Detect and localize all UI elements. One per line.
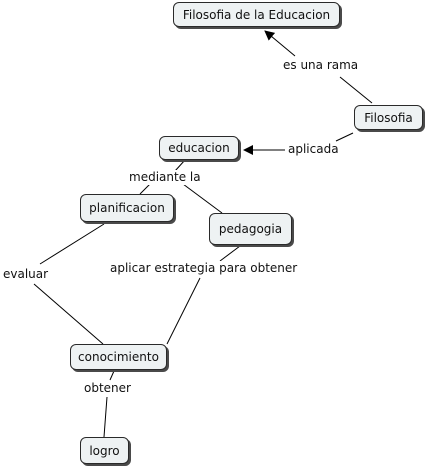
link-label-aplicar-estrategia: aplicar estrategia para obtener bbox=[108, 261, 300, 276]
connector-filosofia-to-es-una-rama bbox=[339, 76, 373, 104]
node-conocimiento-label: conocimiento bbox=[78, 350, 159, 364]
node-planificacion[interactable]: planificacion bbox=[80, 194, 174, 222]
link-label-aplicada: aplicada bbox=[286, 142, 341, 157]
connector-evaluar-to-conocimiento bbox=[33, 283, 104, 345]
node-educacion[interactable]: educacion bbox=[159, 136, 239, 160]
connector-conocimiento-to-obtener bbox=[109, 370, 115, 381]
connector-obtener-to-logro bbox=[103, 396, 108, 438]
connector-educacion-to-mediante-la bbox=[174, 159, 186, 172]
connector-es-una-rama-to-filosofia-educacion bbox=[264, 30, 296, 57]
connector-mediante-la-to-pedagogia bbox=[182, 183, 223, 214]
connector-mediante-la-to-planificacion bbox=[139, 183, 151, 195]
node-pedagogia-label: pedagogia bbox=[218, 222, 283, 236]
node-filosofia-label: Filosofia bbox=[364, 110, 413, 125]
connector-filosofia-to-aplicada bbox=[335, 132, 354, 142]
node-educacion-label: educacion bbox=[168, 141, 230, 155]
link-label-es-una-rama: es una rama bbox=[281, 58, 361, 73]
node-conocimiento[interactable]: conocimiento bbox=[70, 344, 167, 370]
connector-planificacion-to-evaluar bbox=[39, 223, 105, 265]
connector-aplicar-estrategia-to-conocimiento bbox=[166, 277, 201, 345]
node-logro-label: logro bbox=[89, 443, 120, 458]
connector-pedagogia-to-aplicar-estrategia bbox=[219, 245, 241, 262]
node-filosofia-de-la-educacion-label: Filosofia de la Educacion bbox=[182, 7, 331, 22]
link-label-evaluar: evaluar bbox=[1, 267, 51, 282]
node-logro[interactable]: logro bbox=[80, 437, 129, 464]
node-filosofia-de-la-educacion[interactable]: Filosofia de la Educacion bbox=[173, 2, 340, 27]
node-pedagogia[interactable]: pedagogia bbox=[209, 213, 292, 245]
node-filosofia[interactable]: Filosofia bbox=[354, 105, 423, 130]
link-label-obtener: obtener bbox=[82, 381, 133, 396]
node-planificacion-label: planificacion bbox=[89, 201, 165, 215]
link-label-mediante-la: mediante la bbox=[127, 170, 203, 185]
